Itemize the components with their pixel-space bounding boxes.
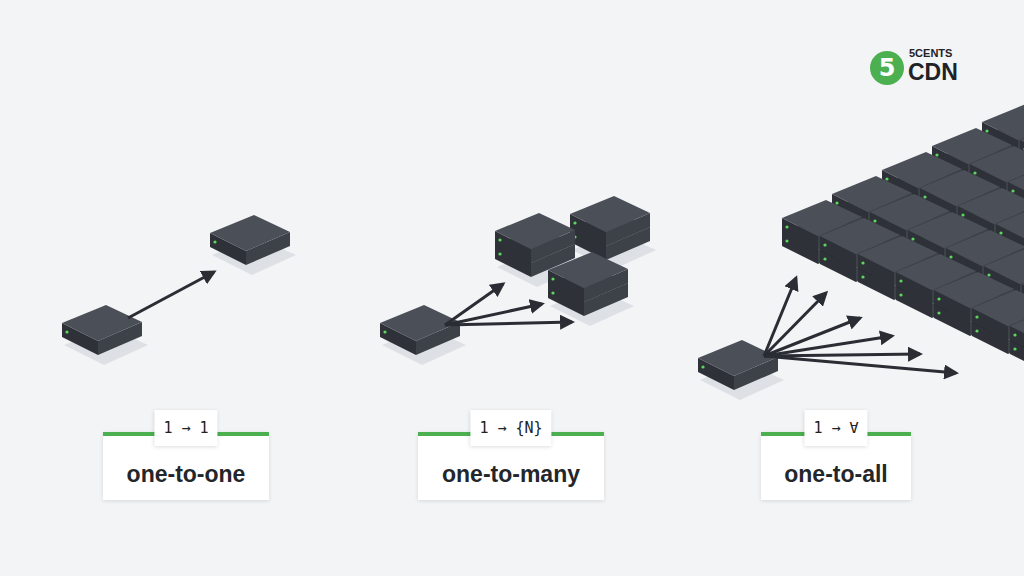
target-stack [548, 252, 628, 316]
arrow [764, 356, 956, 373]
source-server [62, 305, 142, 355]
arrow [128, 272, 214, 318]
logo-text: CDN [908, 61, 958, 84]
mapping-notation: 1 → {N} [470, 410, 551, 446]
server-row [1010, 188, 1024, 372]
pattern-name: one-to-one [127, 461, 246, 488]
label-card: 1 → ∀one-to-all [761, 432, 911, 500]
pattern-name: one-to-many [442, 461, 580, 488]
mapping-notation: 1 → 1 [154, 410, 217, 446]
source-server [380, 305, 460, 355]
arrow [764, 336, 892, 356]
logo-digit: 5 [879, 56, 896, 80]
arrow [764, 354, 920, 356]
mapping-notation: 1 → ∀ [804, 410, 867, 446]
arrow [764, 318, 860, 356]
logo-text: 5CENTS [909, 48, 952, 59]
label-card: 1 → 1one-to-one [103, 432, 269, 500]
logo-circle: 5 [870, 51, 904, 85]
label-card: 1 → {N}one-to-many [418, 432, 604, 500]
target-server [210, 215, 290, 265]
arrow [445, 322, 572, 325]
pattern-name: one-to-all [784, 461, 888, 488]
target-stack [570, 196, 650, 260]
